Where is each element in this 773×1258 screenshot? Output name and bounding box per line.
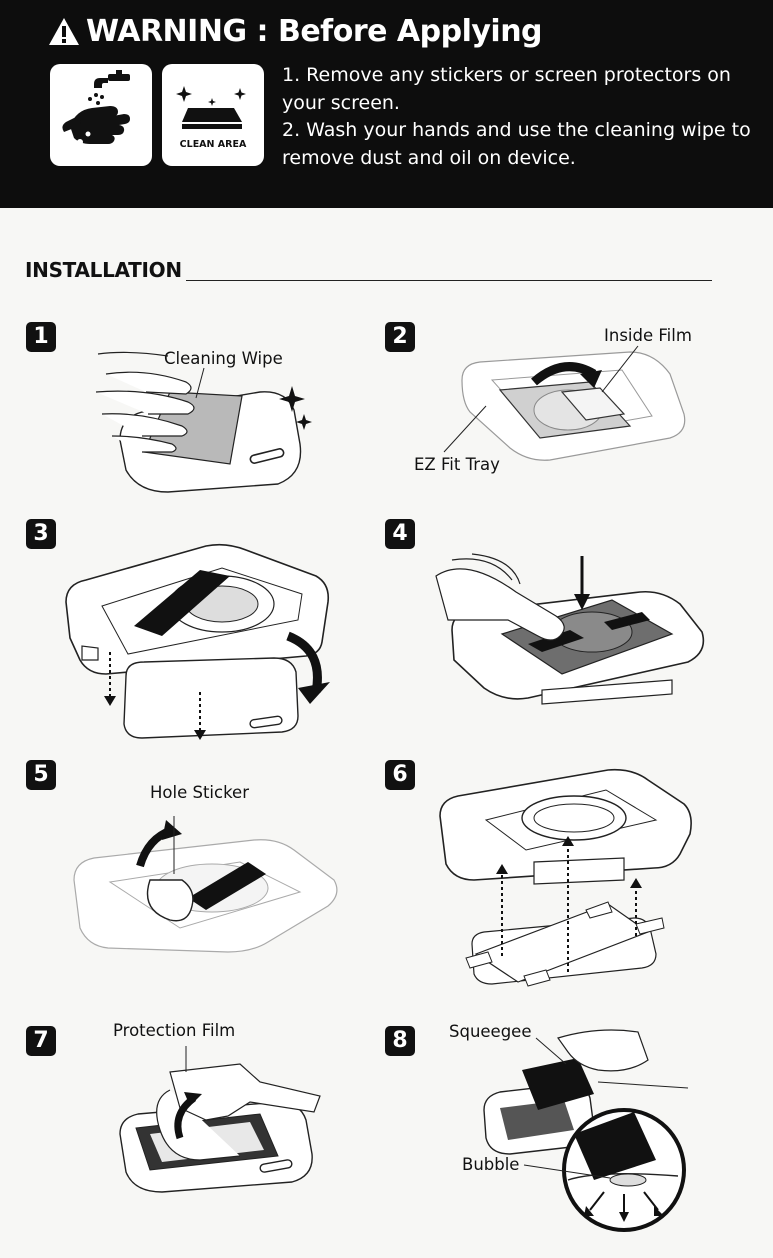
step-5-illustration bbox=[70, 810, 340, 980]
bubble-label: Bubble bbox=[462, 1155, 520, 1174]
step-6-badge: 6 bbox=[385, 760, 415, 790]
squeegee-label: Squeegee bbox=[449, 1022, 532, 1041]
warning-banner: WARNING : Before Applying CLE bbox=[0, 0, 773, 208]
warning-title: WARNING : Before Applying bbox=[48, 14, 543, 49]
installation-title: INSTALLATION bbox=[25, 258, 182, 282]
clean-area-card: CLEAN AREA bbox=[162, 64, 264, 166]
step-8-illustration bbox=[478, 1030, 694, 1246]
step-2-badge: 2 bbox=[385, 322, 415, 352]
step-5-badge: 5 bbox=[26, 760, 56, 790]
protection-film-label: Protection Film bbox=[113, 1021, 236, 1040]
step-6-illustration bbox=[436, 768, 698, 1004]
step-4-badge: 4 bbox=[385, 519, 415, 549]
step-3-illustration bbox=[62, 542, 330, 740]
step-1-illustration bbox=[92, 340, 312, 500]
hole-sticker-label: Hole Sticker bbox=[150, 783, 249, 802]
warning-steps: 1. Remove any stickers or screen protect… bbox=[282, 62, 752, 172]
inside-film-label: Inside Film bbox=[604, 326, 692, 345]
step-7-badge: 7 bbox=[26, 1026, 56, 1056]
cleaning-wipe-label: Cleaning Wipe bbox=[164, 349, 283, 368]
hand-wash-icon bbox=[62, 70, 130, 145]
clean-area-icon bbox=[176, 86, 246, 129]
step-4-illustration bbox=[432, 550, 712, 730]
step-3-badge: 3 bbox=[26, 519, 56, 549]
installation-rule bbox=[186, 280, 712, 281]
step-1-badge: 1 bbox=[26, 322, 56, 352]
warning-step-2: 2. Wash your hands and use the cleaning … bbox=[282, 119, 751, 169]
step-8-badge: 8 bbox=[385, 1026, 415, 1056]
step-2-illustration bbox=[452, 340, 692, 490]
hand-wash-card bbox=[50, 64, 152, 166]
step-7-illustration bbox=[110, 1046, 330, 1196]
clean-area-label: CLEAN AREA bbox=[179, 139, 247, 150]
warning-step-1: 1. Remove any stickers or screen protect… bbox=[282, 64, 731, 114]
warning-title-text: WARNING : Before Applying bbox=[86, 14, 543, 49]
warning-icon bbox=[49, 17, 79, 45]
ez-fit-tray-label: EZ Fit Tray bbox=[414, 455, 500, 474]
